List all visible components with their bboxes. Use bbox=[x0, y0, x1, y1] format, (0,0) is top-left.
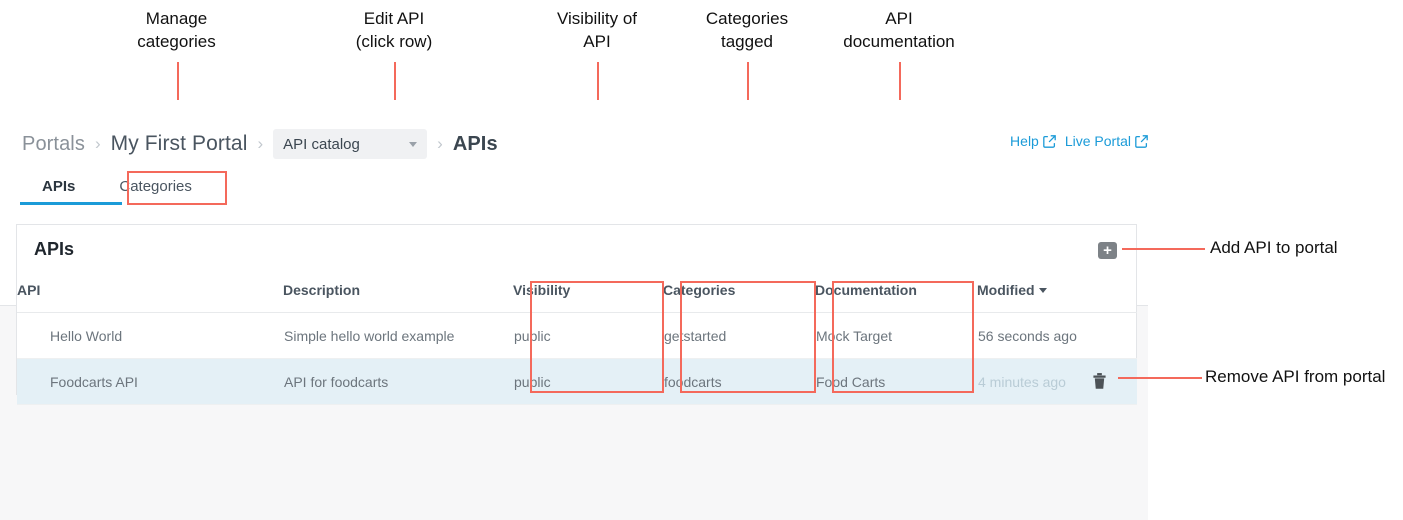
cell-api: Foodcarts API bbox=[17, 358, 283, 405]
breadcrumb-select-value: API catalog bbox=[283, 135, 360, 153]
annotation-leader-remove-api bbox=[1118, 377, 1202, 379]
tab-categories[interactable]: Categories bbox=[119, 178, 192, 195]
live-portal-link-label: Live Portal bbox=[1064, 133, 1131, 149]
external-link-icon bbox=[1043, 134, 1056, 148]
highlight-categories-tab bbox=[127, 171, 227, 205]
annotation-visibility-of-api: Visibility of API bbox=[551, 7, 643, 53]
table-row[interactable]: Hello World Simple hello world example p… bbox=[17, 312, 1137, 359]
breadcrumb-api-catalog-select[interactable]: API catalog bbox=[273, 129, 428, 159]
sort-descending-icon bbox=[1038, 288, 1047, 293]
annotation-line-1: Manage bbox=[145, 9, 208, 28]
card-title: APIs bbox=[34, 239, 75, 259]
annotation-line-2: tagged bbox=[721, 32, 773, 51]
annotation-remove-api-from-portal: Remove API from portal bbox=[1205, 367, 1386, 386]
cell-categories: foodcarts bbox=[663, 358, 815, 405]
cell-visibility: public bbox=[513, 358, 663, 405]
help-link-label: Help bbox=[1010, 133, 1039, 149]
column-header-documentation[interactable]: Documentation bbox=[815, 282, 977, 313]
annotation-edit-api: Edit API (click row) bbox=[350, 7, 438, 53]
chevron-down-icon bbox=[409, 141, 418, 147]
cell-modified: 4 minutes ago bbox=[977, 358, 1137, 405]
header-links: Help Live Portal bbox=[1010, 133, 1148, 149]
cell-description: API for foodcarts bbox=[283, 358, 513, 405]
breadcrumb-apis: APIs bbox=[452, 132, 498, 155]
live-portal-link[interactable]: Live Portal bbox=[1065, 133, 1148, 149]
cell-modified: 56 seconds ago bbox=[977, 312, 1137, 359]
external-link-icon bbox=[1135, 134, 1148, 148]
cell-modified-label: 4 minutes ago bbox=[978, 373, 1066, 390]
annotation-line-2: API bbox=[583, 32, 611, 51]
breadcrumb: Portals › My First Portal › API catalog … bbox=[22, 128, 498, 160]
highlight-visibility-column bbox=[530, 281, 664, 393]
annotation-line-1: Visibility of bbox=[557, 9, 637, 28]
cell-categories: getstarted bbox=[663, 312, 815, 359]
trash-icon[interactable] bbox=[1092, 373, 1107, 390]
annotation-api-documentation: API documentation bbox=[836, 7, 962, 53]
annotation-manage-categories: Manage categories bbox=[134, 7, 219, 53]
annotation-add-api-to-portal: Add API to portal bbox=[1210, 238, 1338, 257]
tab-apis[interactable]: APIs bbox=[42, 178, 76, 195]
tab-active-indicator bbox=[20, 202, 122, 205]
column-header-description[interactable]: Description bbox=[283, 282, 513, 313]
annotation-line-1: API bbox=[885, 9, 913, 28]
column-header-api[interactable]: API bbox=[17, 282, 283, 313]
annotation-line-2: (click row) bbox=[355, 32, 433, 51]
breadcrumb-separator: › bbox=[94, 134, 101, 153]
breadcrumb-separator: › bbox=[257, 134, 264, 153]
highlight-categories-column bbox=[680, 281, 816, 393]
cell-visibility: public bbox=[513, 312, 663, 359]
column-header-visibility[interactable]: Visibility bbox=[513, 282, 663, 313]
annotation-line-1: Categories bbox=[705, 9, 789, 28]
breadcrumb-my-first-portal[interactable]: My First Portal bbox=[110, 132, 248, 155]
breadcrumb-portals[interactable]: Portals bbox=[22, 132, 85, 155]
cell-description: Simple hello world example bbox=[283, 312, 513, 359]
breadcrumb-separator: › bbox=[437, 134, 443, 153]
annotation-line-2: documentation bbox=[843, 32, 955, 51]
highlight-documentation-column bbox=[832, 281, 974, 393]
help-link[interactable]: Help bbox=[1010, 133, 1056, 149]
column-header-modified[interactable]: Modified bbox=[977, 282, 1137, 313]
column-header-modified-label: Modified bbox=[977, 282, 1035, 298]
annotation-leader-add-api bbox=[1122, 248, 1205, 250]
annotation-line-2: categories bbox=[137, 32, 216, 51]
tab-bar: APIs Categories bbox=[20, 172, 214, 204]
cell-documentation: Mock Target bbox=[815, 312, 977, 359]
cell-api: Hello World bbox=[17, 312, 283, 359]
annotation-categories-tagged: Categories tagged bbox=[700, 7, 794, 53]
annotation-line-1: Edit API bbox=[363, 9, 425, 28]
add-api-button[interactable]: + bbox=[1098, 242, 1117, 259]
